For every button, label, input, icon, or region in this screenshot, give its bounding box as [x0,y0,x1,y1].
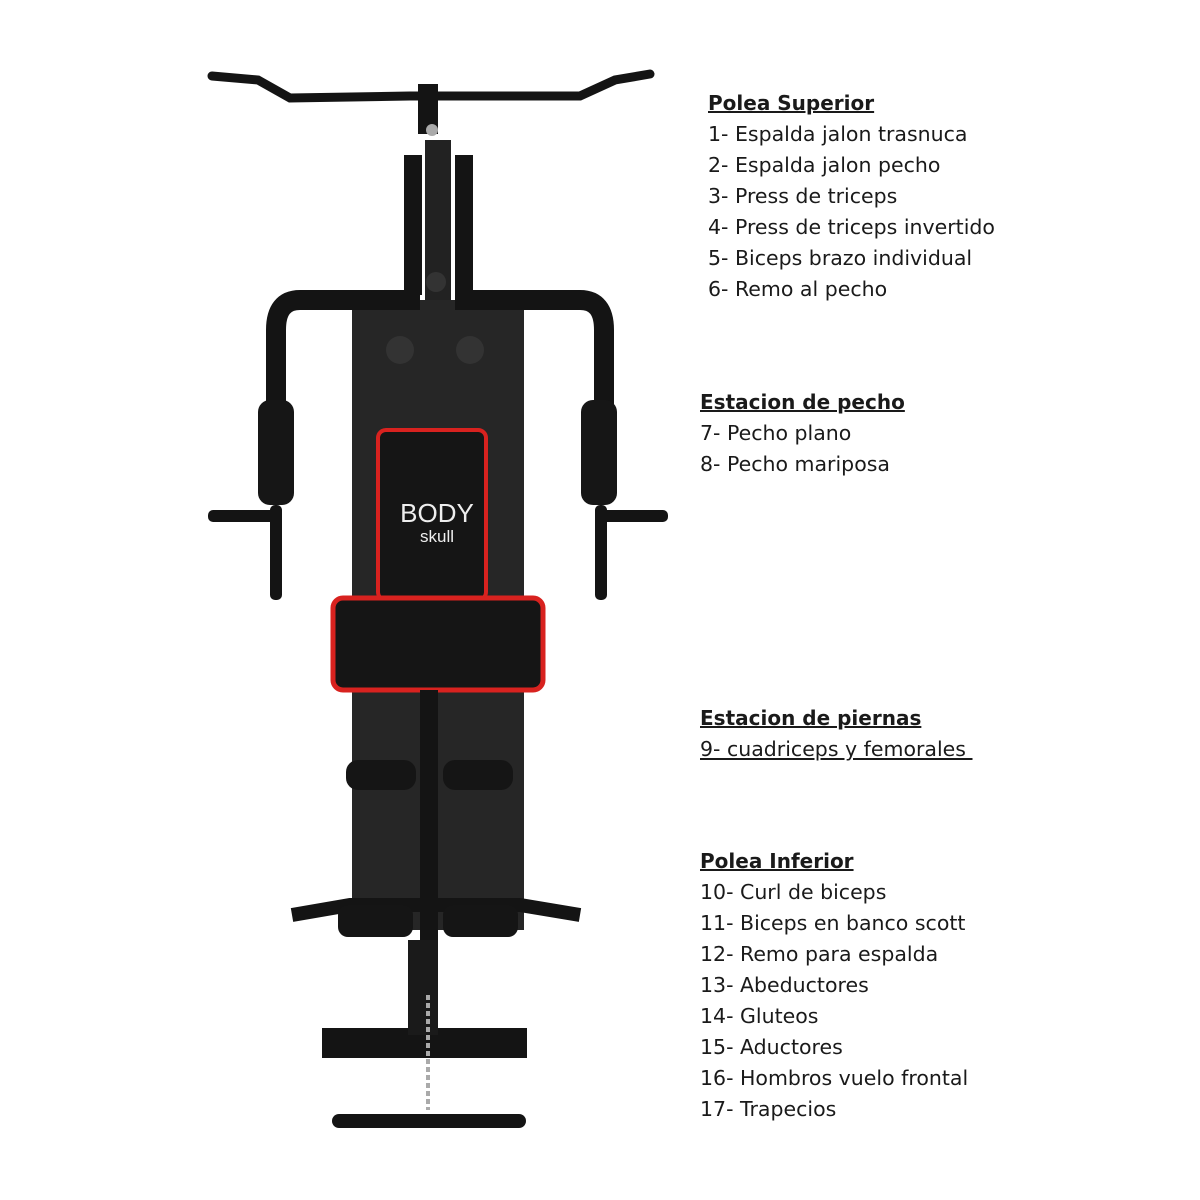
list-item: 1- Espalda jalon trasnuca [708,122,968,146]
list-item: 5- Biceps brazo individual [708,246,973,270]
list-item: 11- Biceps en banco scott [700,911,966,935]
section-heading: Estacion de piernas [700,706,922,730]
list-item: 7- Pecho plano [700,421,852,445]
brand-logo: BODY [400,498,474,528]
leg-roller [346,760,416,790]
weight-tower [404,155,422,295]
section-polea-superior: Polea Superior 1- Espalda jalon trasnuca… [708,88,995,305]
list-item: 13- Abeductores [700,973,869,997]
chain-icon [426,124,438,136]
list-item: 12- Remo para espalda [700,942,939,966]
list-item: 2- Espalda jalon pecho [708,153,941,177]
list-item: 9- cuadriceps y femorales [700,737,973,761]
seat-pad [330,595,546,693]
home-gym-machine-image: BODY skull [207,69,668,1128]
list-item: 16- Hombros vuelo frontal [700,1066,969,1090]
list-item: 10- Curl de biceps [700,880,887,904]
lower-roller [338,905,413,937]
list-item: 14- Gluteos [700,1004,819,1028]
list-item: 6- Remo al pecho [708,277,888,301]
section-estacion-pecho: Estacion de pecho 7- Pecho plano 8- Pech… [700,387,905,480]
list-item: 17- Trapecios [700,1097,837,1121]
list-item: 3- Press de triceps [708,184,898,208]
section-heading: Polea Superior [708,91,875,115]
list-item: 8- Pecho mariposa [700,452,890,476]
section-heading: Polea Inferior [700,849,854,873]
left-arm-pad [258,400,294,505]
chest-press-arms [266,290,420,410]
low-pulley-handle [332,1114,526,1128]
section-polea-inferior: Polea Inferior 10- Curl de biceps 11- Bi… [700,846,968,1125]
list-item: 15- Aductores [700,1035,843,1059]
right-arm-pad [581,400,617,505]
section-estacion-piernas: Estacion de piernas 9- cuadriceps y femo… [700,703,973,765]
brand-logo-sub: skull [420,527,454,546]
list-item: 4- Press de triceps invertido [708,215,995,239]
section-heading: Estacion de pecho [700,390,905,414]
